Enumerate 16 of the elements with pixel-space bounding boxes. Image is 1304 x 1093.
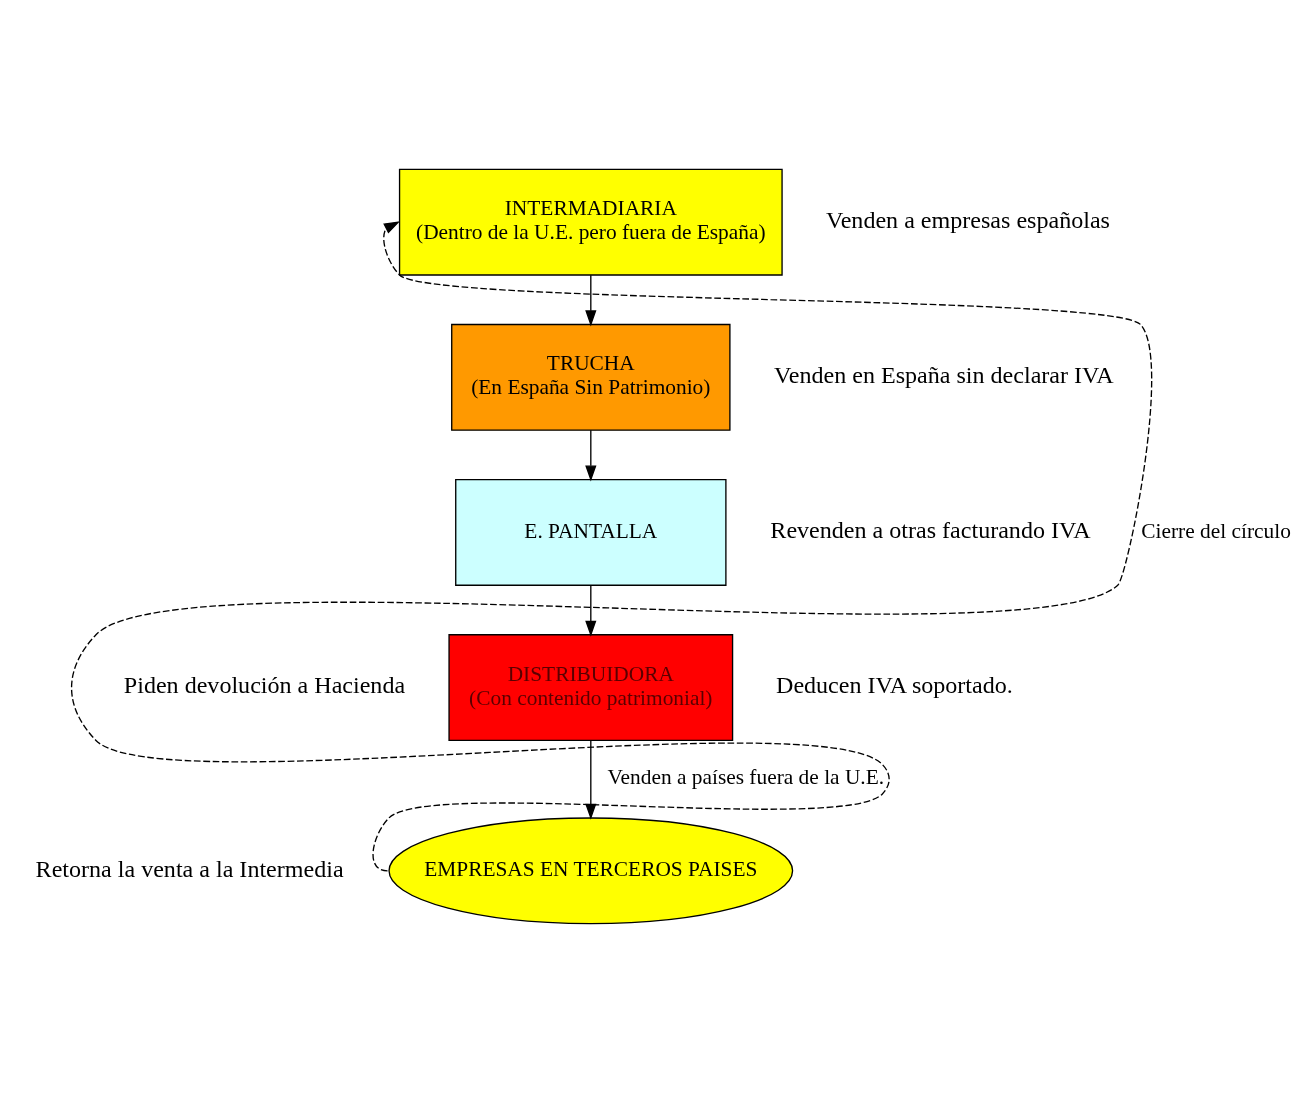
edge-label: Cierre del círculo	[1141, 518, 1291, 543]
node-label: Venden en España sin declarar IVA	[774, 362, 1114, 389]
edge-label: Venden a países fuera de la U.E.	[607, 765, 885, 790]
label: Retorna la venta a la Intermedia	[35, 855, 344, 882]
node-label: Venden a empresas españolas	[825, 207, 1110, 234]
node-label: Revenden a otras facturando IVA	[770, 517, 1091, 544]
arrow	[585, 429, 597, 482]
node-label: Piden devolución a Hacienda	[123, 672, 406, 699]
node-ellipse: EMPRESAS EN TERCEROS PAISES	[388, 817, 794, 925]
arrow	[585, 274, 597, 327]
node-box: TRUCHA (En España Sin Patrimonio)	[451, 323, 731, 431]
arrow	[585, 584, 597, 637]
node-box: DISTRIBUIDORA (Con contenido patrimonial)	[448, 634, 734, 742]
node-box: INTERMADIARIA (Dentro de la U.E. pero fuera de España)	[398, 168, 783, 276]
node-box: E. PANTALLA	[455, 478, 727, 586]
node-label: Deducen IVA soportado.	[776, 672, 1013, 699]
